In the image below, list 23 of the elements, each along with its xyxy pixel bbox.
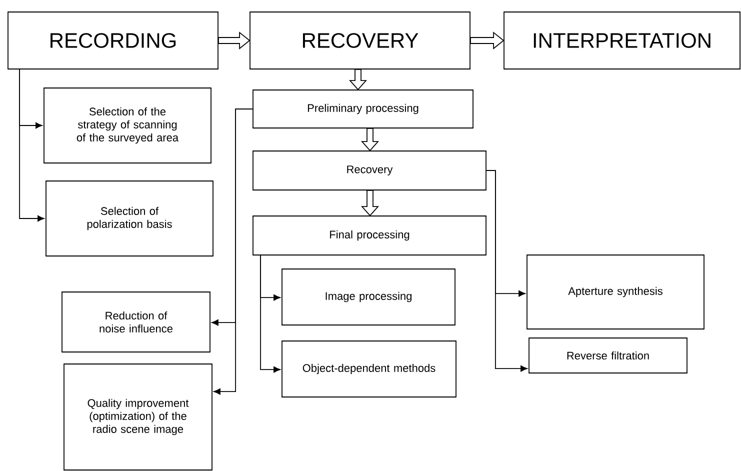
process-box: Object-dependent methods bbox=[282, 340, 456, 398]
block-arrow bbox=[218, 32, 250, 50]
process-box: Preliminary processing bbox=[252, 90, 474, 128]
connector-arrow bbox=[19, 69, 44, 222]
stage-box: RECORDING bbox=[8, 12, 218, 70]
process-box: Reduction of noise influence bbox=[62, 292, 210, 352]
process-box: Reverse filtration bbox=[528, 338, 688, 374]
stage-box: RECOVERY bbox=[250, 12, 470, 70]
process-box: Apterture synthesis bbox=[526, 254, 704, 330]
process-box: Image processing bbox=[282, 268, 456, 326]
stage-box: INTERPRETATION bbox=[504, 12, 740, 70]
block-arrow bbox=[361, 190, 379, 216]
block-arrow bbox=[470, 32, 504, 50]
process-box: Quality improvement (optimization) of the radio scene image bbox=[64, 364, 212, 470]
process-box: Selection of polarization basis bbox=[46, 180, 214, 256]
process-box: Recovery bbox=[252, 150, 486, 190]
process-box: Final processing bbox=[252, 216, 486, 256]
block-arrow bbox=[361, 128, 379, 152]
connector-arrow bbox=[486, 170, 528, 372]
block-arrow bbox=[349, 69, 367, 90]
connector-arrow bbox=[260, 255, 280, 373]
connector-arrow bbox=[214, 108, 253, 395]
process-box: Selection of the strategy of scanning of the surveyed area bbox=[44, 88, 212, 164]
